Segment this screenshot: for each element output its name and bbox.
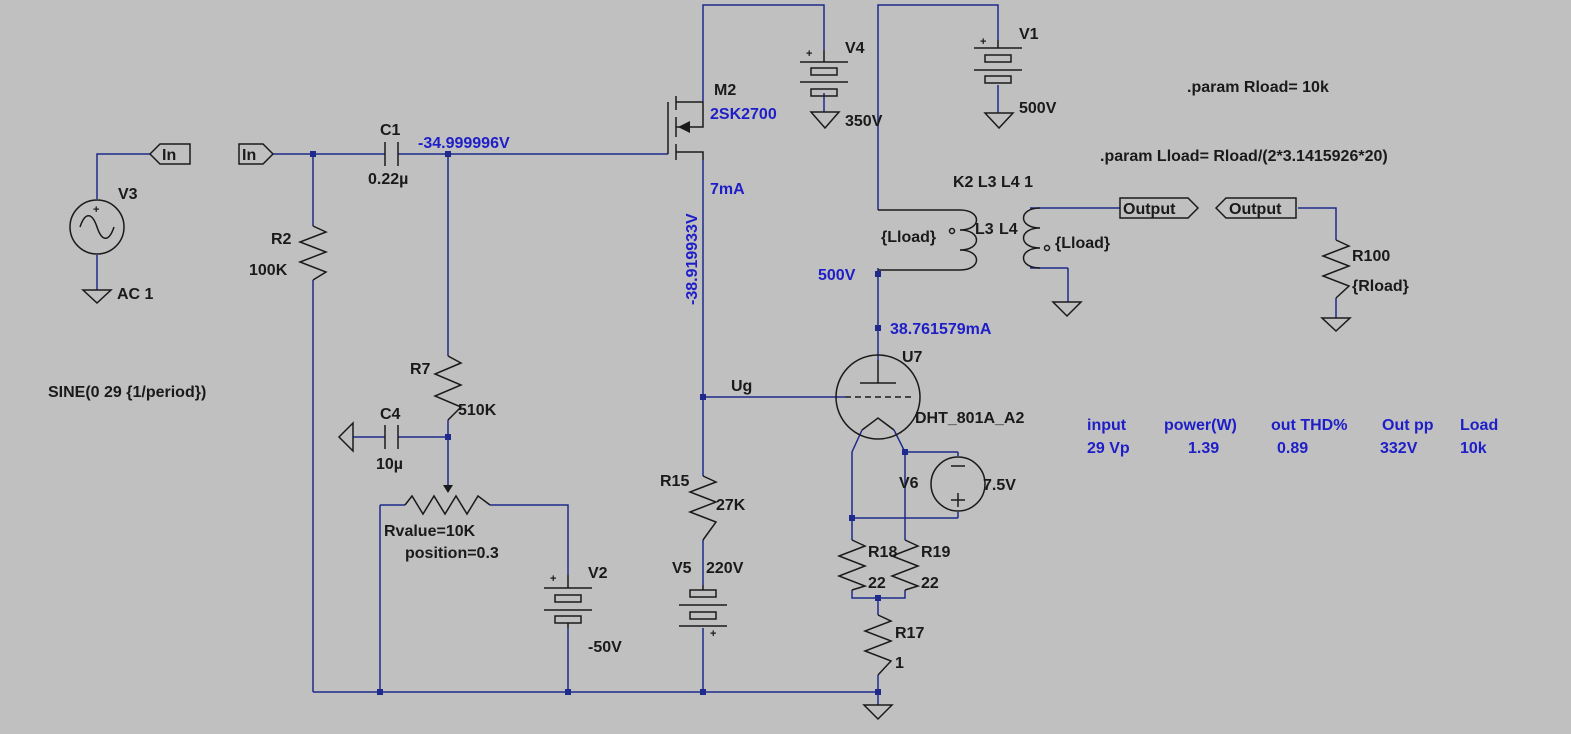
r17-ref: R17 (895, 625, 924, 642)
l3-ref: L3 (975, 221, 994, 238)
results-header-outpp: Out pp (1382, 417, 1434, 434)
results-value-power: 1.39 (1188, 440, 1219, 457)
r17-value: 1 (895, 655, 904, 672)
u7-model: DHT_801A_A2 (915, 410, 1024, 427)
r17-resistor[interactable] (862, 614, 894, 676)
m2-mosfet[interactable] (667, 96, 704, 160)
plate-current-annotation: 38.761579mA (890, 321, 992, 338)
net-label-output-right[interactable]: Output (1214, 197, 1297, 219)
pot-position: position=0.3 (405, 545, 499, 562)
v4-ref: V4 (845, 40, 865, 57)
v3-source-spec: SINE(0 29 {1/period}) (48, 384, 206, 401)
v6-value: 7.5V (983, 477, 1016, 494)
v6-source[interactable] (930, 456, 986, 512)
net-label-text: Output (1123, 201, 1176, 218)
r15-ref: R15 (660, 473, 689, 490)
v4-value: 350V (845, 113, 883, 130)
results-header-thd: out THD% (1271, 417, 1347, 434)
plate-voltage-annotation: 500V (818, 267, 856, 284)
r100-resistor[interactable] (1320, 239, 1352, 299)
pot-rvalue: Rvalue=10K (384, 523, 476, 540)
directive-rload[interactable]: .param Rload= 10k (1187, 79, 1329, 96)
net-label-in-right[interactable]: In (238, 143, 275, 165)
m2-ref: M2 (714, 82, 736, 99)
svg-text:+: + (550, 573, 556, 585)
wires (96, 4, 1337, 705)
l4-value: {Lload} (1055, 235, 1110, 252)
v5-value: 220V (706, 560, 744, 577)
coupling-k2[interactable]: K2 L3 L4 1 (953, 174, 1033, 191)
c1-capacitor[interactable] (384, 142, 399, 166)
potentiometer[interactable] (404, 485, 491, 516)
net-label-text: In (242, 147, 256, 164)
v3-value: AC 1 (117, 286, 154, 303)
r18-resistor[interactable] (836, 539, 868, 591)
u7-ref: U7 (902, 349, 923, 366)
junction-dots (310, 151, 908, 695)
results-value-input: 29 Vp (1087, 440, 1130, 457)
v3-ref: V3 (118, 186, 138, 203)
l3-value: {Lload} (881, 229, 936, 246)
r19-ref: R19 (921, 544, 950, 561)
r2-value: 100K (249, 262, 288, 279)
svg-text:+: + (93, 204, 99, 216)
m2-model: 2SK2700 (710, 106, 777, 123)
v5-battery[interactable]: + (679, 585, 727, 640)
mosfet-current-annotation: 7mA (710, 181, 745, 198)
v1-value: 500V (1019, 100, 1057, 117)
r7-resistor[interactable] (433, 355, 463, 421)
results-header-load: Load (1460, 417, 1498, 434)
l4-inductor[interactable] (1022, 207, 1051, 269)
r2-resistor[interactable] (297, 225, 329, 281)
net-label-ug[interactable]: Ug (731, 378, 752, 395)
v2-battery[interactable]: + (544, 573, 592, 628)
r7-ref: R7 (410, 361, 431, 378)
v1-ref: V1 (1019, 26, 1039, 43)
c4-value: 10µ (376, 456, 403, 473)
r18-value: 22 (868, 575, 886, 592)
r19-value: 22 (921, 575, 939, 592)
r18-ref: R18 (868, 544, 897, 561)
results-header-power: power(W) (1164, 417, 1237, 434)
results-header-input: input (1087, 417, 1127, 434)
svg-text:+: + (980, 36, 986, 48)
svg-text:+: + (710, 628, 716, 640)
results-value-load: 10k (1460, 440, 1487, 457)
results-value-thd: 0.89 (1277, 440, 1308, 457)
net-label-text: In (162, 147, 176, 164)
v1-battery[interactable]: + (974, 36, 1022, 84)
v4-battery[interactable]: + (800, 48, 848, 97)
c4-ref: C4 (380, 406, 401, 423)
svg-text:+: + (806, 48, 812, 60)
r100-value: {Rload} (1352, 278, 1409, 295)
results-table: input power(W) out THD% Out pp Load 29 V… (1087, 417, 1498, 457)
net-label-output-left[interactable]: Output (1119, 197, 1200, 219)
ground-symbols (81, 111, 1352, 721)
v5-ref: V5 (672, 560, 692, 577)
source-voltage-annotation: -38.919933V (684, 213, 701, 305)
c4-capacitor[interactable] (384, 425, 399, 449)
l4-ref: L4 (999, 221, 1018, 238)
c1-value: 0.22µ (368, 171, 408, 188)
net-label-in-left[interactable]: In (148, 143, 191, 165)
u7-triode[interactable] (835, 354, 921, 440)
v2-ref: V2 (588, 565, 608, 582)
v2-value: -50V (588, 639, 622, 656)
l3-inductor[interactable] (878, 209, 978, 271)
r7-value: 510K (458, 402, 497, 419)
c1-ref: C1 (380, 122, 401, 139)
gate-voltage-annotation: -34.999996V (418, 135, 510, 152)
r15-value: 27K (716, 497, 746, 514)
v3-sine-source[interactable]: + (69, 199, 125, 255)
v6-ref: V6 (899, 475, 919, 492)
directive-lload[interactable]: .param Lload= Rload/(2*3.1415926*20) (1100, 148, 1388, 165)
net-label-text: Output (1229, 201, 1282, 218)
results-value-outpp: 332V (1380, 440, 1418, 457)
r2-ref: R2 (271, 231, 292, 248)
r15-resistor[interactable] (687, 475, 719, 541)
r100-ref: R100 (1352, 248, 1390, 265)
r19-resistor[interactable] (889, 539, 921, 591)
